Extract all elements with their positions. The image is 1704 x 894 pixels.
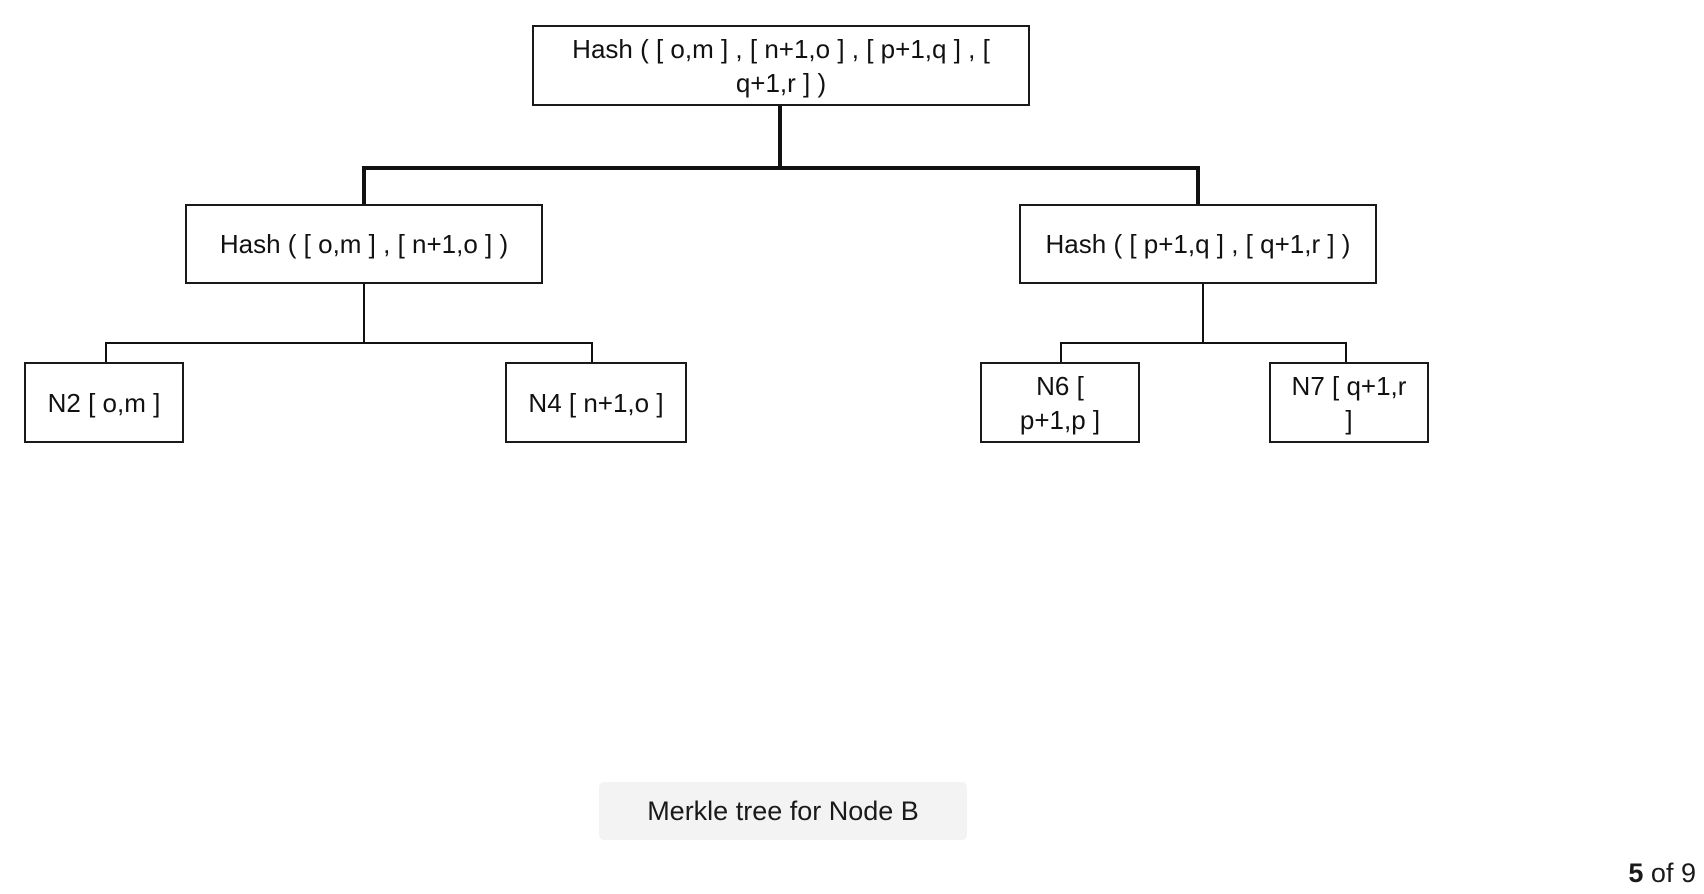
left-hash-label: Hash ( [ o,m ] , [ n+1,o ] ) [219,229,509,259]
right-hash-node: Hash ( [ p+1,q ] , [ q+1,r ] ) [1019,204,1377,284]
root-connector [362,106,1200,204]
caption-text: Merkle tree for Node B [647,795,919,826]
leaf-node-n4: N4 [ n+1,o ] [505,362,687,443]
page-current: 5 [1628,858,1644,888]
root-hash-node: Hash ( [ o,m ] , [ n+1,o ] , [ p+1,q ] ,… [532,25,1030,106]
right-hash-label: Hash ( [ p+1,q ] , [ q+1,r ] ) [1045,229,1351,259]
leaf-label-n4: N4 [ n+1,o ] [528,387,664,418]
root-hash-label: Hash ( [ o,m ] , [ n+1,o ] , [ p+1,q ] ,… [572,33,990,98]
leaf-node-n6: N6 [ p+1,p ] [980,362,1140,443]
page-total: 9 [1680,858,1696,888]
leaf-label-n2: N2 [ o,m ] [47,387,161,418]
leaf-node-n7: N7 [ q+1,r ] [1269,362,1429,443]
left-branch-connector [105,284,593,362]
page-separator: of [1650,858,1674,888]
page-indicator: 5 of 9 [1628,858,1696,889]
leaf-label-n7: N7 [ q+1,r ] [1291,370,1407,435]
diagram-caption: Merkle tree for Node B [599,782,967,840]
leaf-node-n2: N2 [ o,m ] [24,362,184,443]
left-hash-node: Hash ( [ o,m ] , [ n+1,o ] ) [185,204,543,284]
leaf-label-n6: N6 [ p+1,p ] [1019,370,1101,435]
right-branch-connector [1060,284,1347,362]
